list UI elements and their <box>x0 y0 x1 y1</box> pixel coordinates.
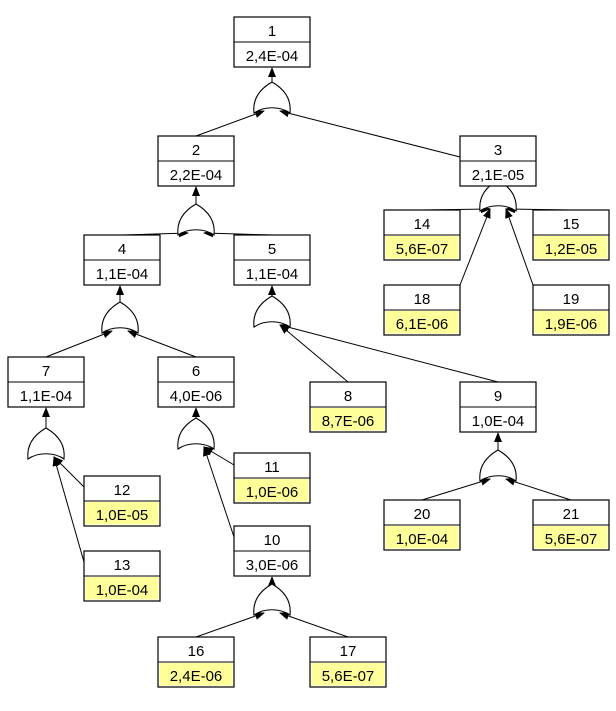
event-probability-label: 8,7E-06 <box>322 413 375 430</box>
event-probability-label: 5,6E-07 <box>396 241 449 258</box>
event-probability-label: 5,6E-07 <box>322 668 375 685</box>
edge-18-to-gate-3 <box>459 208 491 286</box>
event-id-label: 3 <box>494 142 502 159</box>
event-probability-label: 1,1E-04 <box>246 266 299 283</box>
basic-event-box: 8 8,7E-06 <box>309 381 387 433</box>
or-gate-icon <box>101 301 139 334</box>
edge-19-to-gate-3 <box>505 208 534 286</box>
event-id-label: 4 <box>118 241 126 258</box>
event-probability-label: 1,1E-04 <box>96 266 149 283</box>
gate-event-box: 10 3,0E-06 <box>233 525 311 577</box>
event-probability-label: 1,0E-05 <box>96 507 149 524</box>
edge-9-to-gate-5 <box>279 323 499 383</box>
event-id-label: 20 <box>414 506 431 523</box>
event-id-label: 19 <box>563 291 580 308</box>
edge-6-to-gate-4 <box>127 330 197 358</box>
basic-event-box: 16 2,4E-06 <box>157 636 235 688</box>
basic-event-box: 14 5,6E-07 <box>383 209 461 261</box>
edge-11-to-gate-6 <box>203 446 235 466</box>
event-probability-label: 6,1E-06 <box>396 316 449 333</box>
gate-event-box: 6 4,0E-06 <box>157 356 235 408</box>
basic-event-box: 12 1,0E-05 <box>83 475 161 527</box>
or-gate-icon <box>253 583 291 616</box>
gate-event-box: 5 1,1E-04 <box>233 234 311 286</box>
or-gate-icon <box>253 81 291 114</box>
event-probability-label: 1,0E-04 <box>472 413 525 430</box>
event-id-label: 10 <box>264 532 281 549</box>
event-probability-label: 2,4E-04 <box>246 48 299 65</box>
edge-16-to-gate-10 <box>195 612 265 638</box>
event-id-label: 2 <box>192 142 200 159</box>
event-probability-label: 4,0E-06 <box>170 388 223 405</box>
event-probability-label: 1,0E-04 <box>396 531 449 548</box>
event-probability-label: 3,0E-06 <box>246 557 299 574</box>
or-gate-icon <box>27 427 65 460</box>
basic-event-box: 17 5,6E-07 <box>309 636 387 688</box>
event-probability-label: 1,1E-04 <box>20 388 73 405</box>
basic-event-box: 19 1,9E-06 <box>532 284 610 336</box>
event-id-label: 7 <box>42 363 50 380</box>
or-gate-icon <box>177 203 215 236</box>
event-id-label: 1 <box>268 23 276 40</box>
event-id-label: 12 <box>114 482 131 499</box>
edge-3-to-gate-1 <box>279 109 461 158</box>
event-id-label: 17 <box>340 643 357 660</box>
gate-event-box: 1 2,4E-04 <box>233 16 311 68</box>
basic-event-box: 11 1,0E-06 <box>233 452 311 504</box>
or-gate-icon <box>253 295 291 328</box>
or-gate-icon <box>479 449 517 482</box>
edge-8-to-gate-5 <box>279 324 349 383</box>
basic-event-box: 20 1,0E-04 <box>383 499 461 551</box>
or-gate-icon <box>479 179 517 212</box>
event-probability-label: 2,1E-05 <box>472 167 525 184</box>
gate-event-box: 9 1,0E-04 <box>459 381 537 433</box>
event-probability-label: 2,2E-04 <box>170 167 223 184</box>
edge-7-to-gate-4 <box>45 330 113 358</box>
event-id-label: 6 <box>192 363 200 380</box>
event-id-label: 15 <box>563 216 580 233</box>
event-id-label: 16 <box>188 643 205 660</box>
event-probability-label: 2,4E-06 <box>170 668 223 685</box>
gate-event-box: 7 1,1E-04 <box>7 356 85 408</box>
event-probability-label: 5,6E-07 <box>545 531 598 548</box>
event-id-label: 21 <box>563 506 580 523</box>
event-id-label: 5 <box>268 241 276 258</box>
event-id-label: 8 <box>344 388 352 405</box>
event-id-label: 14 <box>414 216 431 233</box>
edge-20-to-gate-9 <box>421 477 491 501</box>
basic-event-box: 15 1,2E-05 <box>532 209 610 261</box>
edge-21-to-gate-9 <box>505 477 572 501</box>
basic-event-box: 21 5,6E-07 <box>532 499 610 551</box>
event-probability-label: 1,2E-05 <box>545 241 598 258</box>
gate-layer <box>27 81 517 616</box>
or-gate-icon <box>177 417 215 450</box>
event-probability-label: 1,9E-06 <box>545 316 598 333</box>
basic-event-box: 18 6,1E-06 <box>383 284 461 336</box>
edge-17-to-gate-10 <box>279 612 349 638</box>
edge-13-to-gate-7 <box>52 456 85 563</box>
event-probability-label: 1,0E-04 <box>96 582 149 599</box>
event-id-label: 13 <box>114 557 131 574</box>
event-box-layer: 1 2,4E-04 2 2,2E-04 3 2,1E-05 4 1,1E-04 5 1,1E-04… <box>7 16 610 688</box>
edge-2-to-gate-1 <box>195 110 265 137</box>
event-id-label: 11 <box>264 459 280 476</box>
edge-10-to-gate-6 <box>203 446 235 538</box>
gate-event-box: 2 2,2E-04 <box>157 135 235 187</box>
event-probability-label: 1,0E-06 <box>246 484 299 501</box>
event-id-label: 18 <box>414 291 431 308</box>
gate-event-box: 4 1,1E-04 <box>83 234 161 286</box>
event-id-label: 9 <box>494 388 502 405</box>
gate-event-box: 3 2,1E-05 <box>459 135 537 187</box>
basic-event-box: 13 1,0E-04 <box>83 550 161 602</box>
